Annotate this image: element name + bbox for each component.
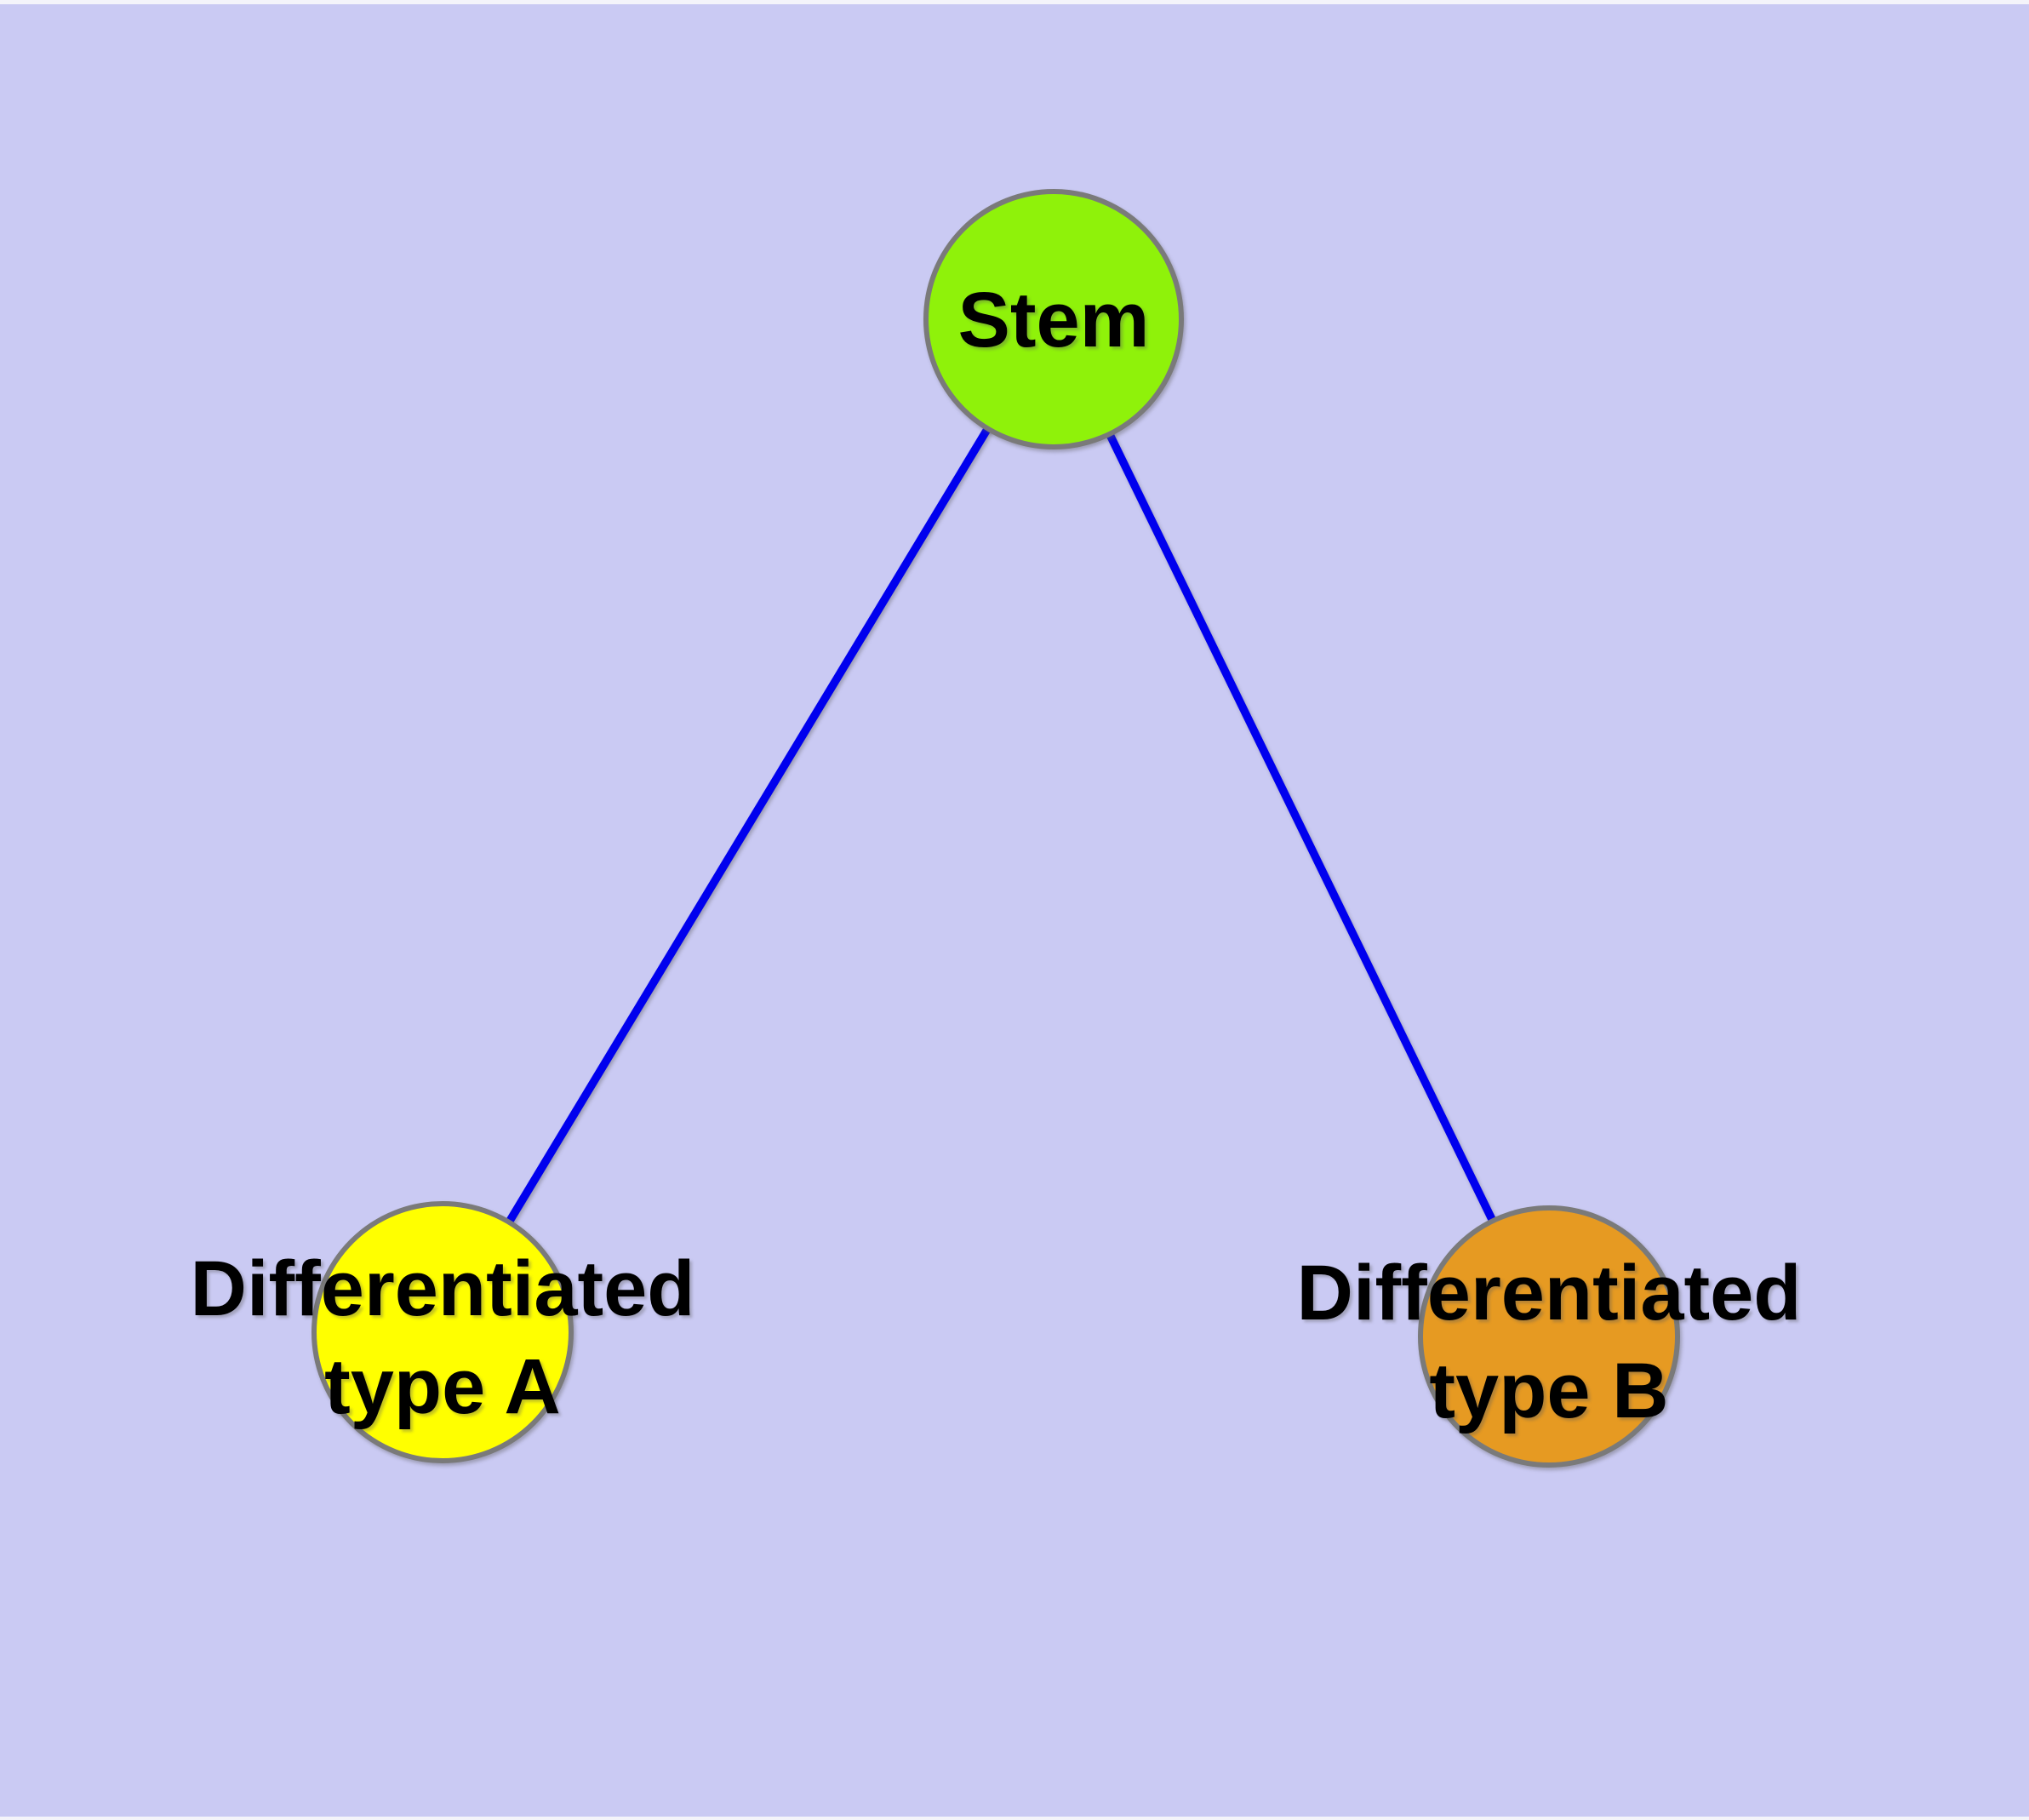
node-type-a-circle [311,1201,574,1463]
node-type-b-label-line2: type B [1429,1348,1668,1434]
node-stem-circle [923,189,1184,449]
node-differentiated-type-b: Differentiated type B [1297,1205,1802,1468]
top-frame-strip [0,0,2029,4]
node-type-a-label-line1: Differentiated [191,1245,695,1332]
edge-stem-to-type-b [1049,317,1553,1339]
node-type-a-label-line2: type A [324,1343,561,1430]
node-stem: Stem [923,189,1184,449]
edge-stem-to-type-a [438,317,1058,1335]
node-differentiated-type-a: Differentiated type A [191,1201,695,1463]
node-stem-label: Stem [958,277,1150,363]
node-type-b-circle [1418,1205,1680,1468]
bottom-frame-strip [0,1817,2029,1820]
node-type-b-label-line1: Differentiated [1297,1250,1802,1336]
